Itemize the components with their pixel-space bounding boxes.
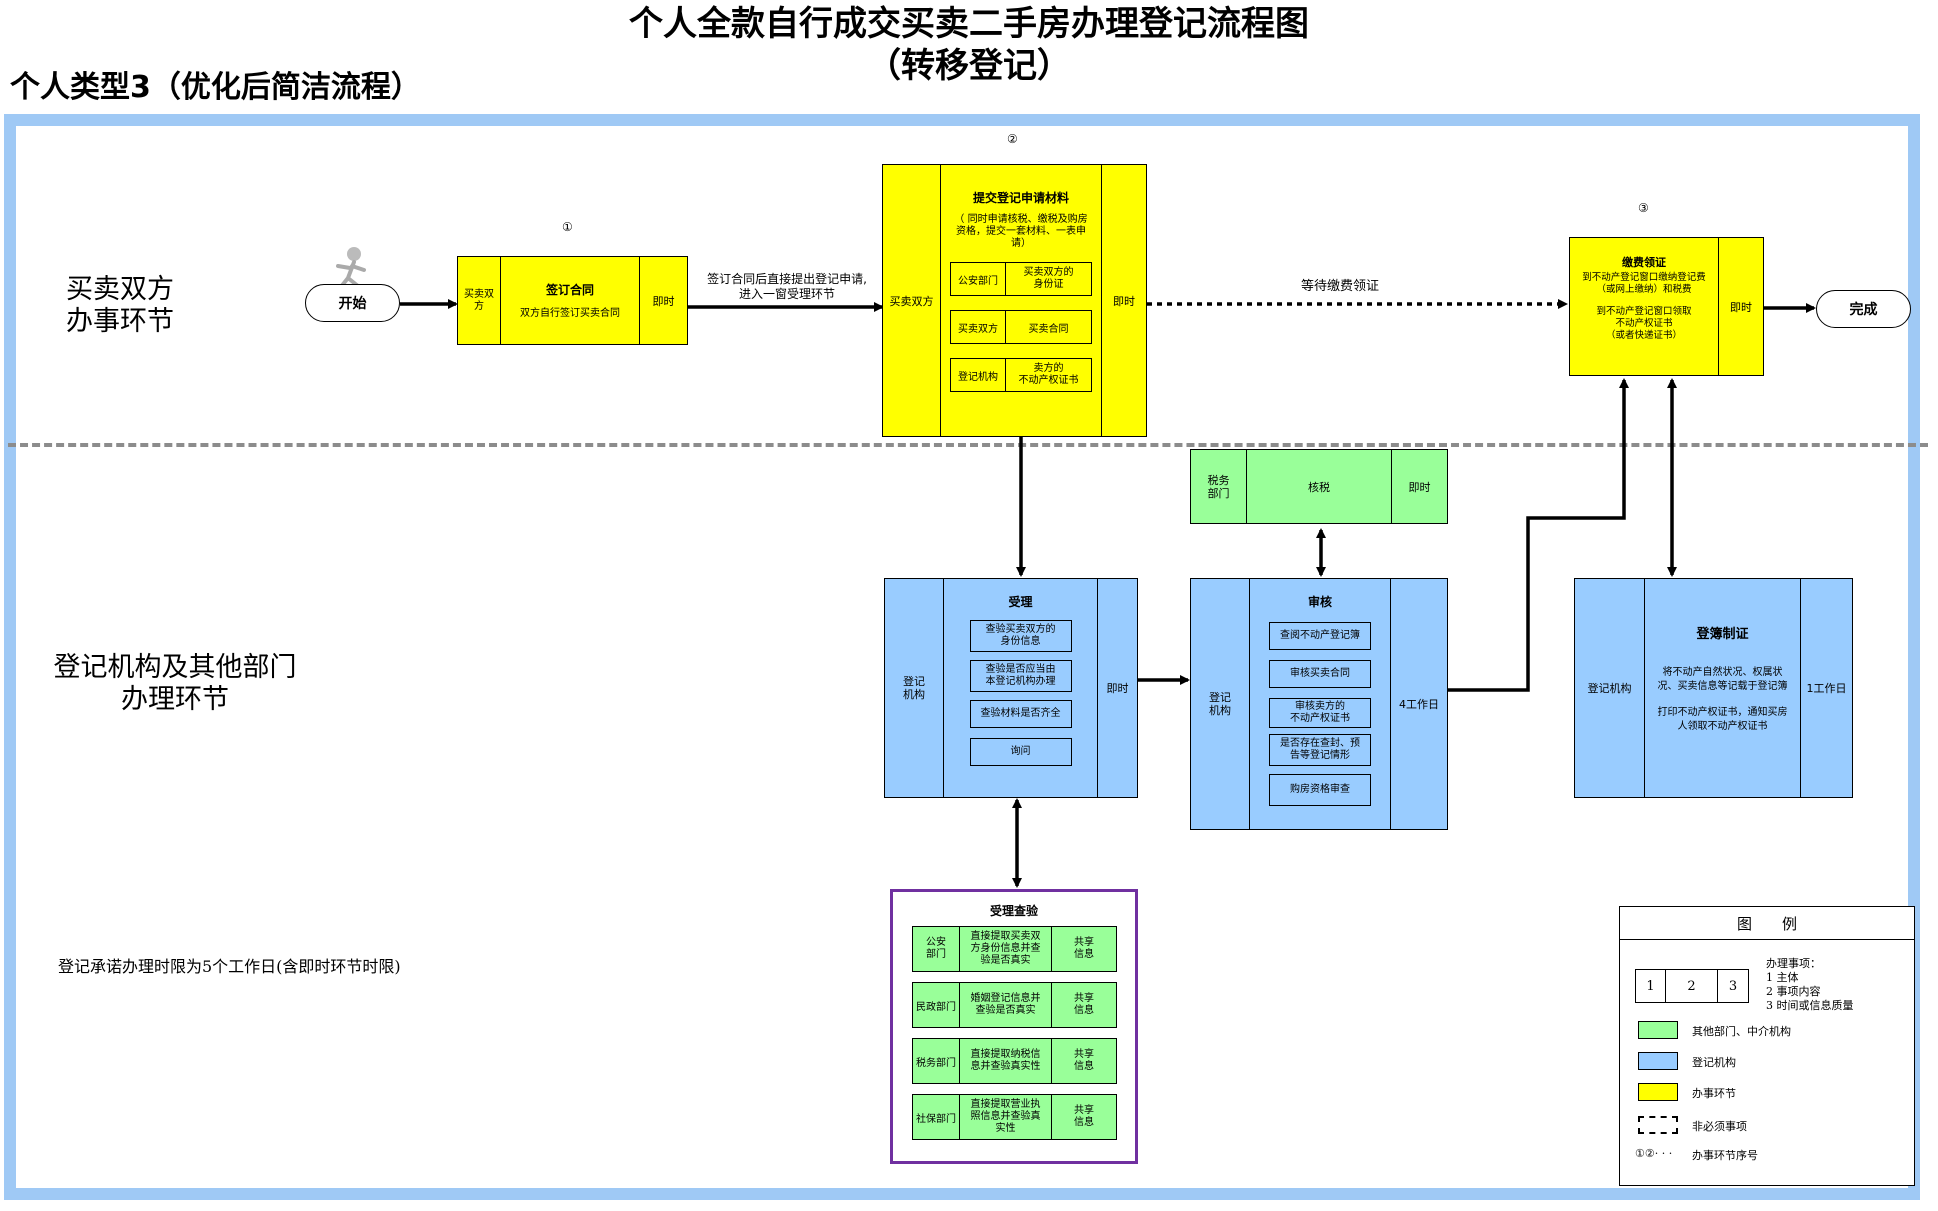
step1-time: 即时 xyxy=(652,294,675,308)
page-subtitle: （转移登记） xyxy=(867,46,1071,86)
wait-label: 等待缴费领证 xyxy=(1300,279,1379,294)
step2-subject: 买卖双方 xyxy=(883,165,941,436)
legend-label-blue: 登记机构 xyxy=(1692,1056,1736,1069)
register-box: 登记机构 登簿制证 将不动产自然状况、权属状 况、买卖信息等记载于登记簿 打印不… xyxy=(1574,578,1853,798)
legend-label-green: 其他部门、中介机构 xyxy=(1692,1025,1791,1038)
accept-content: 受理 查验买卖双方的 身份信息 查验是否应当由 本登记机构办理 查验材料是否齐全… xyxy=(944,579,1098,797)
step2-time: 即时 xyxy=(1113,294,1135,308)
review-box: 登记 机构 审核 查阅不动产登记簿 审核买卖合同 审核卖方的 不动产权证书 是否… xyxy=(1190,578,1448,830)
accept-item: 查验买卖双方的 身份信息 xyxy=(969,620,1072,652)
step2-content: 提交登记申请材料 （ 同时申请核税、缴税及购房 资格，提交一套材料、一表申 请）… xyxy=(941,165,1102,436)
legend-label-seq: 办事环节序号 xyxy=(1692,1149,1758,1162)
check-row: 税务部门 直接提取纳税信 息并查验真实性 共享 信息 xyxy=(912,1038,1117,1084)
review-time: 4工作日 xyxy=(1399,698,1439,711)
step2-doc-row: 登记机构 卖方的 不动产权证书 xyxy=(950,358,1092,392)
review-subject: 登记 机构 xyxy=(1191,579,1250,829)
review-item: 审核买卖合同 xyxy=(1269,660,1371,688)
legend-seq-symbol: ①②· · · xyxy=(1635,1147,1673,1160)
tax-subject: 税务 部门 xyxy=(1191,450,1247,523)
register-time: 1工作日 xyxy=(1806,682,1847,695)
time-limit-note: 登记承诺办理时限为5个工作日(含即时环节时限) xyxy=(58,957,401,976)
accept-item: 询问 xyxy=(969,738,1072,766)
review-content: 审核 查阅不动产登记簿 审核买卖合同 审核卖方的 不动产权证书 是否存在查封、预… xyxy=(1250,579,1391,829)
step2-doc-row: 公安部门 买卖双方的 身份证 xyxy=(950,262,1092,296)
step3-content: 缴费领证 到不动产登记窗口缴纳登记费 （或网上缴纳）和税费 到不动产登记窗口领取… xyxy=(1570,238,1719,375)
tax-content: 核税 xyxy=(1247,450,1392,523)
check-panel: 受理查验 公安 部门 直接提取买卖双 方身份信息并查 验是否真实 共享 信息 民… xyxy=(890,889,1138,1164)
accept-box: 登记 机构 受理 查验买卖双方的 身份信息 查验是否应当由 本登记机构办理 查验… xyxy=(884,578,1138,798)
review-item: 查阅不动产登记簿 xyxy=(1269,622,1371,650)
legend-title: 图 例 xyxy=(1620,907,1914,940)
legend-swatch-green xyxy=(1638,1021,1678,1039)
register-content: 登簿制证 将不动产自然状况、权属状 况、买卖信息等记载于登记簿 打印不动产权证书… xyxy=(1645,579,1801,797)
step1-subject: 买卖双方 xyxy=(458,257,501,344)
review-item: 购房资格审查 xyxy=(1269,774,1371,806)
step2-number: ② xyxy=(1007,132,1018,146)
accept-subject: 登记 机构 xyxy=(885,579,944,797)
process-type-label: 个人类型3（优化后简洁流程） xyxy=(10,70,421,105)
accept-item: 查验是否应当由 本登记机构办理 xyxy=(969,660,1072,692)
lane-label-top: 买卖双方 办事环节 xyxy=(66,274,174,337)
lane-divider xyxy=(8,443,1928,447)
step1-content: 签订合同 双方自行签订买卖合同 xyxy=(501,257,640,344)
arrow1-label: 签订合同后直接提出登记申请, 进入一窗受理环节 xyxy=(707,272,867,301)
step1-sign-contract: 买卖双方 签订合同 双方自行签订买卖合同 即时 xyxy=(457,256,688,345)
legend-label-dashed: 非必须事项 xyxy=(1692,1120,1747,1133)
legend-swatch-dashed xyxy=(1638,1116,1678,1134)
register-subject: 登记机构 xyxy=(1575,579,1645,797)
legend-label-yellow: 办事环节 xyxy=(1692,1087,1736,1100)
start-node: 开始 xyxy=(305,284,400,322)
lane-label-bottom: 登记机构及其他部门 办理环节 xyxy=(53,652,297,715)
review-item: 是否存在查封、预 告等登记情形 xyxy=(1269,734,1371,766)
diagram-frame xyxy=(4,114,1920,1200)
legend-swatch-yellow xyxy=(1638,1083,1678,1101)
tax-verify-box: 税务 部门 核税 即时 xyxy=(1190,449,1448,524)
step3-pay-collect: 缴费领证 到不动产登记窗口缴纳登记费 （或网上缴纳）和税费 到不动产登记窗口领取… xyxy=(1569,237,1764,376)
legend-sample-box: 1 2 3 xyxy=(1635,969,1749,1003)
step2-doc-row: 买卖双方 买卖合同 xyxy=(950,310,1092,344)
finish-node: 完成 xyxy=(1816,290,1911,328)
page-title: 个人全款自行成交买卖二手房办理登记流程图 xyxy=(629,4,1309,44)
check-row: 公安 部门 直接提取买卖双 方身份信息并查 验是否真实 共享 信息 xyxy=(912,926,1117,972)
legend: 图 例 1 2 3 办理事项： 1 主体 2 事项内容 3 时间或信息质量 其他… xyxy=(1619,906,1915,1186)
legend-swatch-blue xyxy=(1638,1052,1678,1070)
step3-number: ③ xyxy=(1638,201,1649,215)
accept-item: 查验材料是否齐全 xyxy=(969,700,1072,728)
arrow-review-to-pay xyxy=(1447,378,1629,692)
tax-time: 即时 xyxy=(1408,480,1431,494)
step3-time: 即时 xyxy=(1730,300,1752,314)
check-row: 民政部门 婚姻登记信息并 查验是否真实 共享 信息 xyxy=(912,982,1117,1028)
step1-number: ① xyxy=(562,220,573,234)
check-row: 社保部门 直接提取营业执 照信息并查验真 实性 共享 信息 xyxy=(912,1094,1117,1140)
accept-time: 即时 xyxy=(1106,682,1129,695)
review-item: 审核卖方的 不动产权证书 xyxy=(1269,698,1371,728)
step2-submit-materials: 买卖双方 提交登记申请材料 （ 同时申请核税、缴税及购房 资格，提交一套材料、一… xyxy=(882,164,1147,437)
legend-items: 办理事项： 1 主体 2 事项内容 3 时间或信息质量 xyxy=(1766,957,1854,1012)
